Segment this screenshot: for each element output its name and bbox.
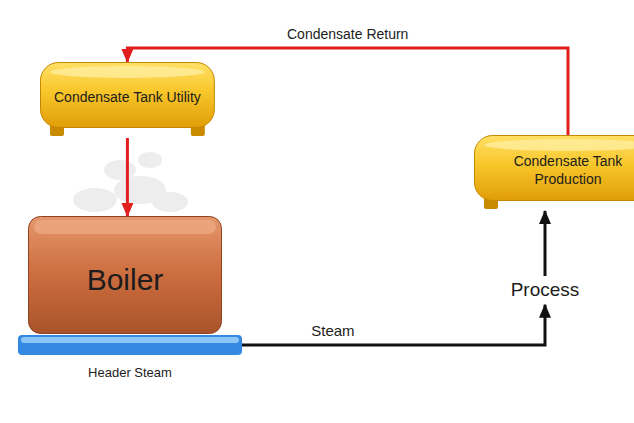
flow-connector [126,138,129,216]
node-text: Condensate Tank Production [488,152,634,188]
production-tank: Condensate Tank Production [474,135,634,211]
steam-cloud [73,152,188,212]
header-caption: Header Steam [88,365,172,382]
header-outline [18,335,242,355]
node-text: Process [484,278,606,303]
edge-label: Steam [307,322,358,339]
boiler-box: Boiler [28,216,222,334]
utility-tank: Condensate Tank Utility [40,62,215,138]
steam-header: Header Steam [18,335,242,355]
flow-connector [544,211,547,276]
flow-connector [242,305,545,345]
process-label: Process [484,276,606,305]
edge-label: Condensate Return [283,26,412,42]
node-text: Condensate Tank Utility [54,88,201,106]
node-text: Boiler [28,260,222,299]
